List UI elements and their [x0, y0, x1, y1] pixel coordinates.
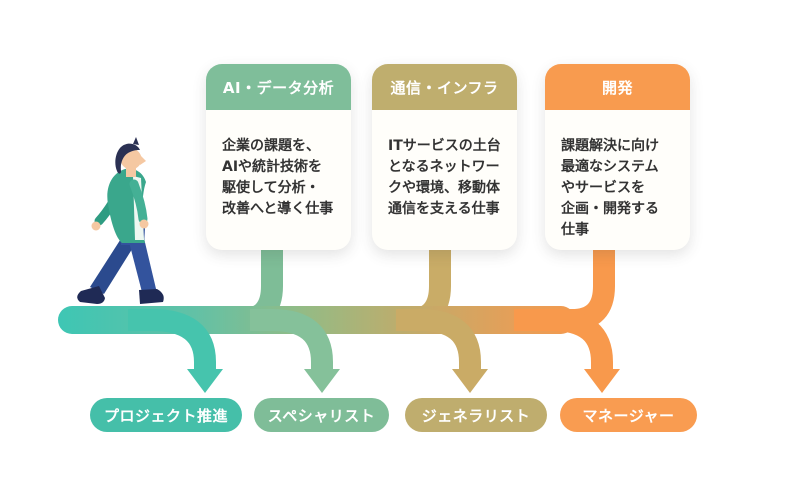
person-front-leg — [128, 234, 157, 296]
role-label: プロジェクト推進 — [103, 406, 228, 425]
card-body: 企業の課題を、 AIや統計技術を 駆使して分析・ 改善へと導く仕事 — [222, 138, 334, 217]
role-label: ジェネラリスト — [421, 406, 531, 425]
card-header: AI・データ分析 — [206, 64, 351, 110]
role-pill-project: プロジェクト推進 — [90, 398, 242, 432]
person-back-shoe — [77, 286, 105, 304]
person-front-shoe — [139, 289, 164, 304]
walking-person-illustration — [77, 137, 164, 304]
person-front-arm — [129, 179, 148, 224]
person-neck — [126, 165, 136, 177]
arrowhead-manager — [584, 369, 620, 393]
branch-arrow-project — [128, 309, 216, 371]
card-body: 課題解決に向け 最適なシステム やサービスを 企画・開発する 仕事 — [561, 138, 659, 238]
card-body: ITサービスの土台 となるネットワー クや環境、移動体 通信を支える仕事 — [388, 138, 501, 217]
branch-arrow-generalist — [396, 309, 481, 371]
career-card-ai: AI・データ分析 企業の課題を、 AIや統計技術を 駆使して分析・ 改善へと導く… — [206, 64, 351, 250]
person-hair-tuft — [133, 137, 139, 145]
branch-arrow-specialist — [250, 309, 333, 371]
role-label: スペシャリスト — [267, 406, 376, 425]
person-nose — [140, 155, 146, 165]
card-header: 通信・インフラ — [372, 64, 517, 110]
person-front-hand — [139, 219, 149, 229]
card-title: 通信・インフラ — [390, 78, 499, 97]
role-pill-generalist: ジェネラリスト — [405, 398, 547, 432]
career-card-infra: 通信・インフラ ITサービスの土台 となるネットワー クや環境、移動体 通信を支… — [372, 64, 517, 250]
card-header: 開発 — [545, 64, 690, 110]
arrowhead-project — [187, 369, 223, 393]
person-back-leg — [90, 234, 139, 294]
role-pill-manager: マネージャー — [560, 398, 697, 432]
branch-arrow-manager — [514, 309, 613, 371]
person-hair — [115, 143, 140, 174]
role-pill-specialist: スペシャリスト — [254, 398, 389, 432]
arrowhead-specialist — [304, 369, 340, 393]
card-title: AI・データ分析 — [222, 78, 335, 97]
card-title: 開発 — [601, 78, 633, 97]
career-card-dev: 開発 課題解決に向け 最適なシステム やサービスを 企画・開発する 仕事 — [545, 64, 690, 250]
role-label: マネージャー — [582, 406, 675, 425]
person-back-hand — [91, 221, 101, 231]
arrowhead-generalist — [452, 369, 488, 393]
